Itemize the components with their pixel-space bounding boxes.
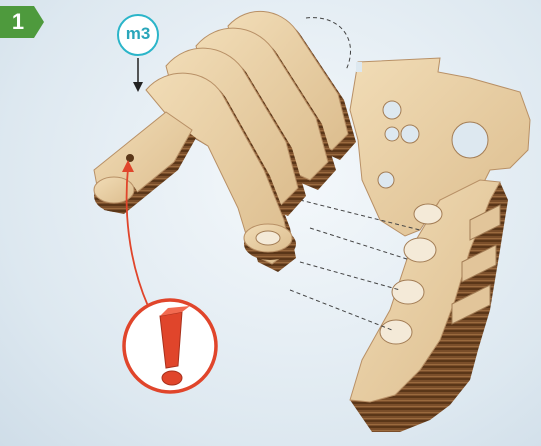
- engine-block: [350, 180, 508, 432]
- m3-pointer-arrow: [133, 58, 143, 92]
- warning-exclamation-icon: [124, 300, 216, 392]
- m3-callout-label: m3: [117, 14, 159, 56]
- step-number: 1: [0, 6, 36, 38]
